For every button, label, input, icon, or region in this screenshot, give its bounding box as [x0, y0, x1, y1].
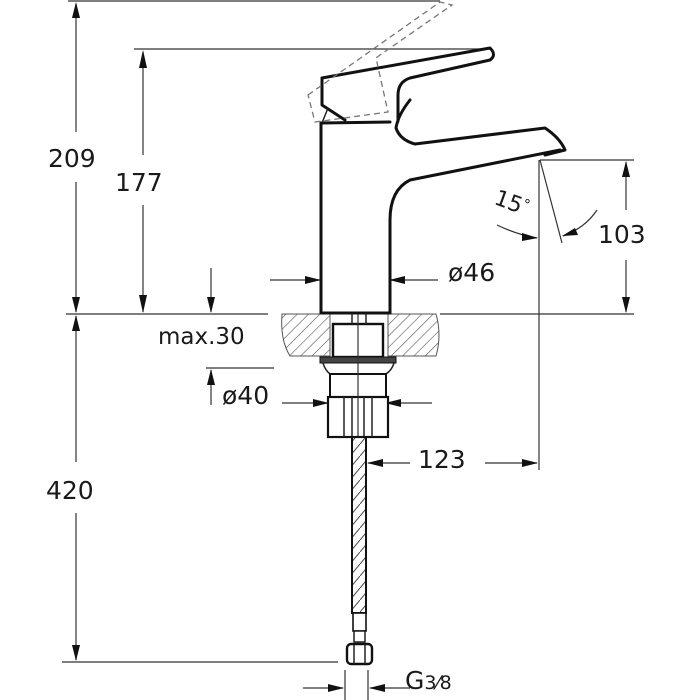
- label-hose-length: 420: [46, 476, 94, 505]
- dimension-d46: [270, 276, 438, 284]
- label-total-height: 209: [48, 144, 96, 173]
- label-lever-height: 177: [115, 168, 163, 197]
- thread-prefix: G: [405, 666, 425, 695]
- label-body-diameter: ø46: [448, 258, 496, 287]
- dimension-420: [72, 315, 80, 661]
- dimension-103: [622, 161, 630, 313]
- label-connection-thread: G3⁄8: [405, 668, 452, 693]
- dimension-g38: [303, 670, 410, 700]
- dimension-15-degree: [496, 159, 598, 244]
- label-spout-height: 103: [598, 220, 646, 249]
- dimension-d40: [282, 399, 432, 407]
- dimension-max30: [207, 268, 215, 405]
- countertop-section: [281, 313, 440, 357]
- dimension-177: [139, 50, 147, 313]
- extension-lines: [62, 0, 634, 663]
- thread-fraction: 3⁄8: [424, 672, 452, 694]
- braided-hose: [345, 436, 374, 666]
- label-max-thickness: max.30: [158, 324, 245, 350]
- label-shank-diameter: ø40: [222, 381, 270, 410]
- shank-fittings: [319, 314, 397, 439]
- lever-alt-position: [307, 1, 454, 123]
- label-spout-reach: 123: [418, 445, 466, 474]
- dimension-123: [367, 459, 538, 467]
- dimension-209: [72, 2, 80, 313]
- faucet-body: [319, 46, 567, 315]
